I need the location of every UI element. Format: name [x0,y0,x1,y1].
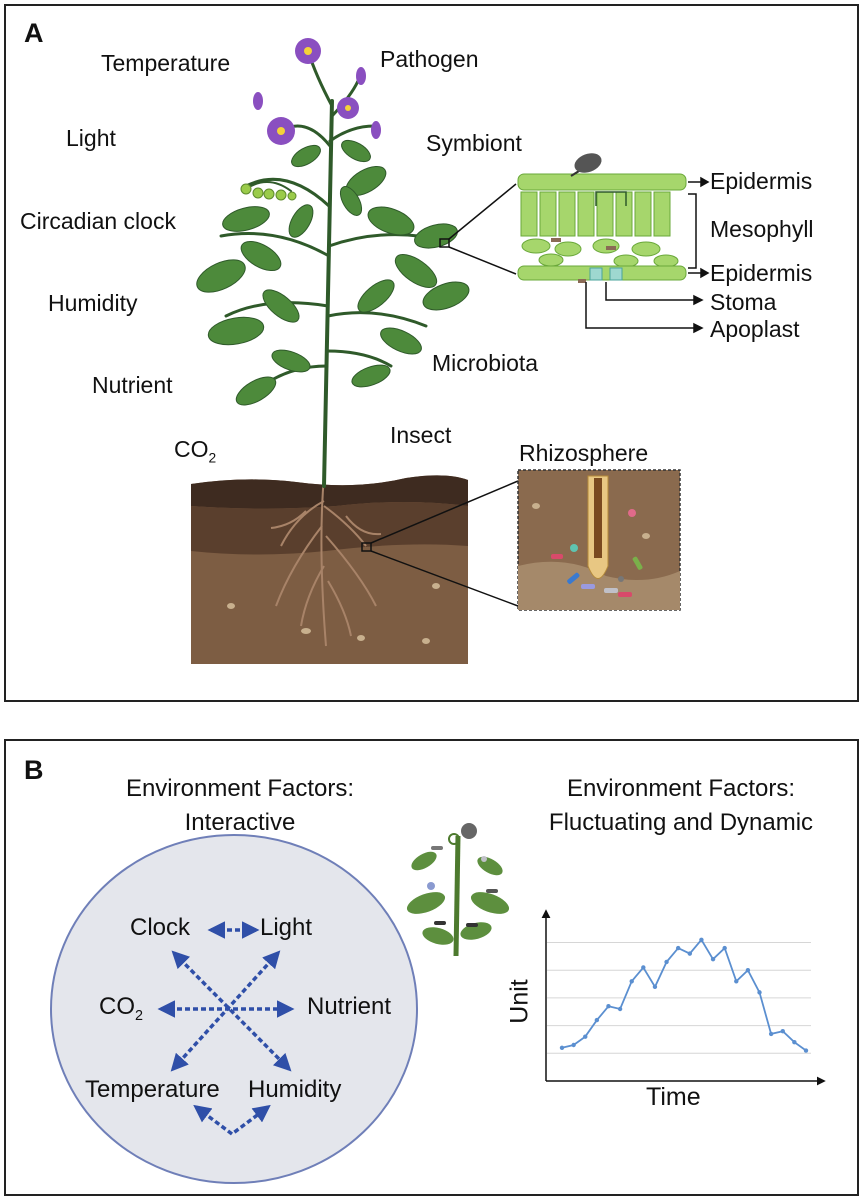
panel-b: B Environment Factors: Interactive Envir… [4,739,859,1196]
chart-ylabel: Unit [505,979,534,1024]
panel-b-graphics [50,823,826,1184]
label-co2: CO2 [174,436,216,466]
panel-b-letter: B [24,755,44,785]
chart-point [594,1017,600,1023]
chart-point [641,965,646,970]
label-stoma: Stoma [710,289,777,315]
label-light: Light [66,125,116,151]
plant-illustration [191,38,710,664]
label-humidity: Humidity [48,290,138,316]
chart-point [745,968,751,973]
leaf-pointers [585,176,710,334]
label-co2-main: CO [174,436,209,462]
chart-point [792,1040,797,1045]
left-title-line-1: Environment Factors: [125,775,355,802]
label-epidermis-bottom: Epidermis [710,260,813,286]
arrow-light-temperature [170,950,281,1072]
label-mesophyll: Mesophyll [710,216,814,242]
interaction-arrows [157,921,295,1137]
chart-point [780,1028,785,1034]
plant-with-microbes-icon [406,823,510,957]
node-co2-sub: 2 [135,1007,144,1024]
label-co2-sub: 2 [208,450,217,466]
chart-points [559,937,809,1053]
chart-point [629,979,634,984]
label-nutrient: Nutrient [92,372,173,398]
chart-point [583,1034,588,1039]
fruits [240,183,297,201]
node-humidity: Humidity [248,1076,342,1103]
chart-grid [547,942,811,1054]
chart-series-line [561,938,807,1052]
leaves [196,139,470,406]
node-co2-main: CO [99,993,135,1020]
leaf-cross-section [517,153,687,283]
chart-point [617,1006,623,1012]
chart-point [652,984,658,990]
chart-point [710,956,716,962]
label-epidermis-top: Epidermis [710,168,813,194]
node-temperature: Temperature [85,1076,220,1103]
label-temperature: Temperature [101,50,231,76]
chart-point [675,945,681,951]
label-insect: Insect [390,422,452,448]
label-apoplast: Apoplast [710,316,800,342]
chart-point [559,1045,565,1050]
chart-point [768,1031,774,1037]
rhizosphere-box [517,469,681,611]
panel-a-letter: A [24,18,44,48]
roots [270,475,382,647]
chart-xlabel: Time [646,1083,701,1111]
label-microbiota: Microbiota [432,350,539,376]
arrow-temperature-humidity [193,1104,271,1137]
left-title-line-2: Interactive [184,809,296,836]
line-chart [541,909,826,1086]
chart-point [606,1004,611,1009]
chart-point [687,951,693,956]
chart-point [734,979,739,984]
label-rhizosphere: Rhizosphere [519,440,649,466]
label-symbiont: Symbiont [426,130,522,156]
stem [219,49,448,488]
chart-point [699,937,704,942]
chart-point [722,945,727,951]
chart-point [757,990,762,995]
chart-point [664,959,669,965]
chart-point [803,1048,809,1053]
node-light: Light [260,914,313,941]
label-pathogen: Pathogen [380,46,479,72]
node-nutrient: Nutrient [307,993,392,1020]
right-title-line-1: Environment Factors: [566,775,796,802]
flowers [253,38,381,145]
label-circadian-clock: Circadian clock [20,208,176,234]
soil-block [191,475,468,664]
node-co2: CO2 [99,993,143,1024]
node-clock: Clock [130,914,191,941]
chart-point [571,1042,576,1048]
panel-a: A [4,4,859,702]
right-title-line-2: Fluctuating and Dynamic [548,809,814,836]
